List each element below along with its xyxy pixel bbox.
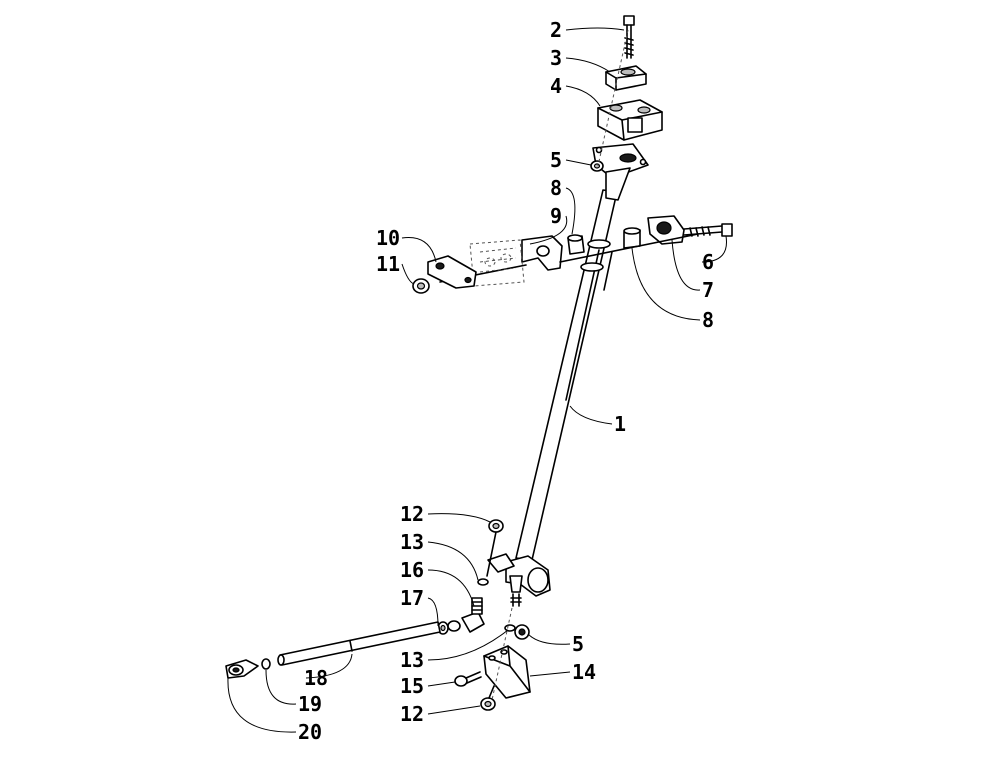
- nut-11: [412, 278, 430, 294]
- tie-rod-end-20: [225, 659, 259, 679]
- nut-12-lower: [480, 685, 496, 711]
- nut-5-lower: [514, 624, 530, 640]
- nut-12-upper: [486, 519, 504, 577]
- leader-lines: [227, 27, 727, 733]
- washer-13-lower: [504, 624, 516, 632]
- steering-post: [487, 143, 649, 607]
- callout-6: 6: [702, 250, 714, 274]
- callout-5: 5: [550, 148, 562, 172]
- callout-16: 16: [400, 558, 424, 582]
- bolt-6: [683, 223, 733, 237]
- bolt-15: [454, 671, 482, 687]
- callout-1: 1: [614, 412, 626, 436]
- callout-13: 13: [400, 648, 424, 672]
- callout-8: 8: [702, 308, 714, 332]
- callout-13: 13: [400, 530, 424, 554]
- callout-12: 12: [400, 502, 424, 526]
- tie-rod-end-16: [447, 597, 485, 633]
- callout-labels: 2 3 4 5 8 9 10 11 6 7 8 1 12 13 16 17 5 …: [298, 18, 714, 744]
- washer-13-upper: [477, 578, 489, 586]
- handlebar-clamp-upper: [605, 65, 647, 91]
- callout-5: 5: [572, 632, 584, 656]
- callout-8: 8: [550, 176, 562, 200]
- callout-18: 18: [304, 666, 328, 690]
- bearing-housing-14: [483, 645, 531, 699]
- callout-15: 15: [400, 674, 424, 698]
- callout-3: 3: [550, 46, 562, 70]
- callout-11: 11: [376, 252, 400, 276]
- callout-2: 2: [550, 18, 562, 42]
- callout-7: 7: [702, 278, 714, 302]
- jam-nut-19: [261, 658, 271, 670]
- callout-17: 17: [400, 586, 424, 610]
- bushing-8-left: [567, 234, 585, 255]
- tie-rod-18: [277, 621, 441, 666]
- callout-14: 14: [572, 660, 596, 684]
- nut-5-upper: [590, 160, 604, 172]
- callout-19: 19: [298, 692, 322, 716]
- plate-10: [427, 255, 477, 289]
- cap-bracket-7: [647, 215, 685, 245]
- callout-10: 10: [376, 226, 400, 250]
- callout-4: 4: [550, 74, 562, 98]
- bolt-2: [623, 15, 635, 59]
- handlebar-clamp-lower: [597, 99, 663, 141]
- callout-9: 9: [550, 204, 562, 228]
- bushing-8-right: [623, 227, 641, 249]
- bracket-9: [521, 235, 563, 271]
- callout-20: 20: [298, 720, 322, 744]
- spacer-group: [469, 239, 525, 287]
- callout-12: 12: [400, 702, 424, 726]
